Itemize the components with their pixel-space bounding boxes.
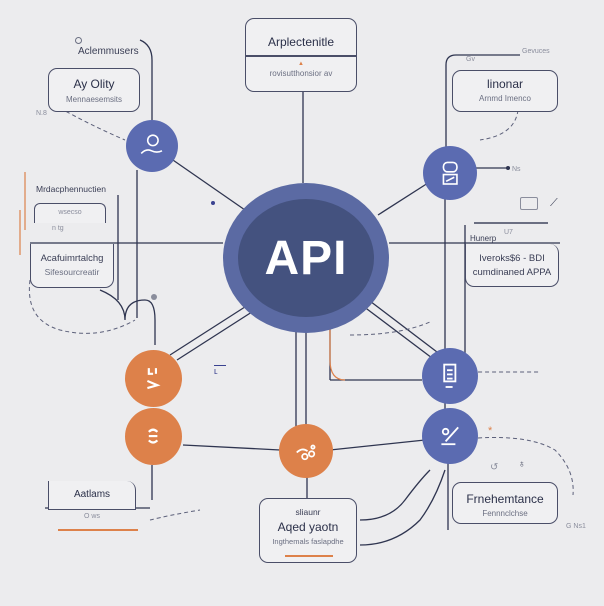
- edit-icon: [441, 426, 460, 446]
- bottom-center-accent-line: [285, 555, 333, 557]
- bottom-center-eyebrow: sliaunr: [295, 507, 321, 517]
- server-node[interactable]: [422, 348, 478, 404]
- top-box-divider: [246, 55, 356, 57]
- bottom-node[interactable]: [279, 424, 333, 478]
- right-middle-box-line1: Iveroks$6 - BDI: [479, 253, 545, 264]
- right-middle-divider: [474, 222, 548, 224]
- right-middle-heading: Hunerp: [470, 234, 497, 243]
- left-middle-box-subtitle: Sifesourcreatir: [44, 267, 100, 277]
- api-hub-label: API: [238, 199, 374, 317]
- left-middle-tab[interactable]: wsecso: [34, 203, 106, 223]
- swirl-icon: ↺: [490, 462, 499, 473]
- left-middle-tab-label: wsecso: [58, 209, 82, 216]
- top-right-box-title: linonar: [486, 77, 524, 91]
- user-node[interactable]: [126, 120, 178, 172]
- top-left-heading: Aclemmusers: [78, 46, 139, 57]
- top-box-marker-icon: ▲: [298, 61, 304, 67]
- bottom-center-subtitle: Ingthemals faslapdhe: [272, 537, 344, 546]
- top-left-box-title: Ay Olity: [73, 77, 115, 91]
- mobile-node[interactable]: [423, 146, 477, 200]
- top-service-box[interactable]: Arplectenitle ▲ rovisutthonsior av: [245, 18, 357, 92]
- top-left-box-subtitle: Mennaesemsits: [65, 95, 123, 104]
- bottom-center-box[interactable]: sliaunr Aqed yaotn Ingthemals faslapdhe: [259, 498, 357, 563]
- lightbulb-icon: ♁: [518, 459, 526, 470]
- left-middle-heading: Mrdacphennuctien: [36, 184, 106, 194]
- person-icon: [141, 134, 163, 155]
- top-box-subtitle: rovisutthonsior av: [269, 69, 333, 78]
- device-icon: [442, 161, 458, 185]
- left-middle-box[interactable]: Acafuimrtalchg Sifesourcreatir: [30, 244, 114, 288]
- right-middle-box-line2: cumdinaned APPA: [472, 267, 552, 278]
- left-middle-box-title: Acafuimrtalchg: [40, 253, 104, 264]
- top-right-note: Ns: [512, 166, 521, 173]
- top-right-box[interactable]: linonar Arnmd Imenco: [452, 70, 558, 112]
- top-right-box-subtitle: Arnmd Imenco: [478, 94, 532, 103]
- bottom-left-accent-line: [58, 529, 138, 531]
- wifi-icon: ⟋: [550, 197, 558, 209]
- monitor-icon: [520, 197, 538, 210]
- edit-node[interactable]: [422, 408, 478, 464]
- clipboard-icon: ʟ: [214, 365, 226, 380]
- bottom-right-box[interactable]: Frnehemtance Fennnclchse: [452, 482, 558, 524]
- bottom-left-note: O ws: [84, 513, 100, 520]
- bottom-right-box-title: Frnehemtance: [466, 492, 544, 506]
- server-icon: [443, 363, 457, 389]
- top-left-small-circle-icon: [75, 37, 82, 44]
- top-right-tag: Gevuces: [522, 48, 550, 55]
- right-middle-num: U7: [504, 229, 513, 236]
- asterisk-icon: *: [488, 425, 493, 437]
- bottom-center-title: Aqed yaotn: [277, 520, 339, 534]
- left-middle-tab-sub: n tg: [52, 225, 64, 232]
- link-icon: [295, 444, 316, 460]
- gear-icon: [148, 429, 159, 444]
- bottom-left-label: Aatlams: [73, 489, 111, 500]
- top-box-title: Arplectenitle: [267, 35, 335, 49]
- top-right-tag-sub: Gv: [466, 56, 475, 63]
- code-node-1[interactable]: [125, 350, 182, 407]
- code-icon: [147, 368, 161, 390]
- top-left-box[interactable]: Ay Olity Mennaesemsits: [48, 68, 140, 112]
- right-middle-box[interactable]: Iveroks$6 - BDI cumdinaned APPA: [465, 244, 559, 287]
- top-left-note: N.8: [36, 110, 47, 117]
- bottom-right-note: G Ns1: [566, 523, 586, 530]
- code-node-2[interactable]: [125, 408, 182, 465]
- api-hub[interactable]: API: [223, 183, 389, 333]
- bottom-left-box[interactable]: Aatlams: [48, 481, 136, 510]
- bottom-right-box-subtitle: Fennnclchse: [482, 509, 528, 518]
